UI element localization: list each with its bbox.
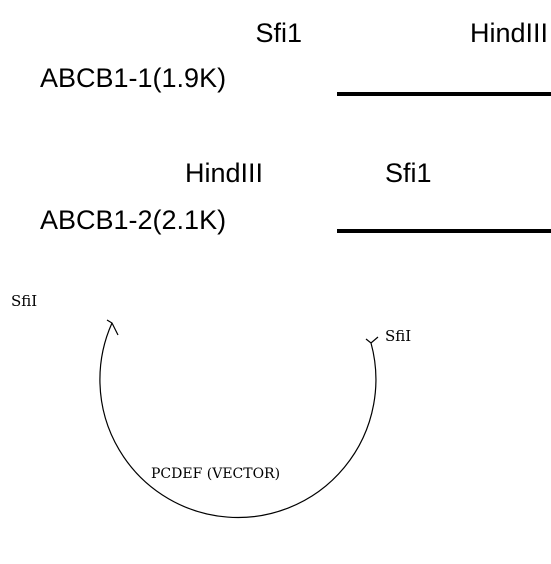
vector-left-site-label: SfiI <box>11 292 37 310</box>
vector-right-site-label: SfiI <box>385 327 411 345</box>
fragment-2: HindIII Sfi1 ABCB1-2(2.1K) <box>40 158 551 235</box>
vector-backbone-arc <box>99 322 377 519</box>
vector-left-cut-mark <box>106 319 119 336</box>
fragment-1: Sfi1 HindIII ABCB1-1(1.9K) <box>40 18 551 96</box>
fragment-1-left-site-label: Sfi1 <box>255 18 302 48</box>
fragment-2-name: ABCB1-2(2.1K) <box>40 205 226 235</box>
vector-plasmid: SfiI SfiI PCDEF (VECTOR) <box>11 292 411 519</box>
fragment-2-right-site-label: Sfi1 <box>385 158 432 188</box>
fragment-1-right-site-label: HindIII <box>470 18 548 48</box>
vector-right-cut-mark <box>365 336 379 344</box>
fragment-1-name: ABCB1-1(1.9K) <box>40 63 226 93</box>
fragment-2-left-site-label: HindIII <box>185 158 263 188</box>
vector-name: PCDEF (VECTOR) <box>151 466 280 482</box>
